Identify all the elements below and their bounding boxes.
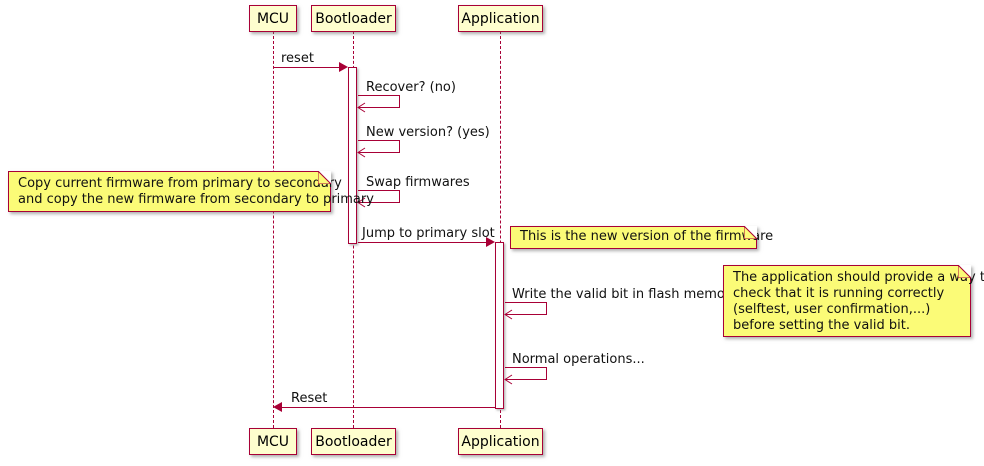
arrowhead-open-left-icon <box>357 197 366 208</box>
message-reset-line <box>273 67 340 68</box>
participant-mcu-bottom: MCU <box>249 428 297 455</box>
lifeline-mcu <box>273 31 274 428</box>
participant-application-bottom: Application <box>458 428 543 455</box>
arrowhead-open-left-icon <box>504 309 513 320</box>
note-text-line: Copy current firmware from primary to se… <box>18 176 342 191</box>
note-fold-icon <box>958 265 971 278</box>
lifeline-application <box>500 31 501 428</box>
message-write-valid-bit-label: Write the valid bit in flash memory <box>512 287 738 302</box>
activation-application <box>495 242 504 409</box>
participant-bootloader-bottom: Bootloader <box>311 428 396 455</box>
message-swap-line <box>358 190 400 203</box>
note-text-line: and copy the new firmware from secondary… <box>18 192 374 207</box>
note-text-line: check that it is running correctly <box>733 286 945 301</box>
message-new-version-label: New version? (yes) <box>366 125 490 140</box>
note-text-line: The application should provide a way to <box>733 270 984 285</box>
note-fold-icon <box>318 171 331 184</box>
note-text-line: This is the new version of the firmware <box>520 229 774 244</box>
note-valid-bit: The application should provide a way to … <box>723 265 984 337</box>
message-jump-label: Jump to primary slot <box>362 226 495 241</box>
note-text-line: before setting the valid bit. <box>733 318 910 333</box>
note-new-firmware: This is the new version of the firmware <box>510 226 774 249</box>
message-recover-label: Recover? (no) <box>366 80 456 95</box>
message-new-version-line <box>358 140 400 153</box>
note-copy-firmware: Copy current firmware from primary to se… <box>8 171 374 212</box>
message-normal-operations-line <box>505 367 547 380</box>
arrowhead-right-icon <box>486 237 495 247</box>
arrowhead-left-icon <box>273 402 282 412</box>
note-text-line: (selftest, user confirmation,...) <box>733 302 931 317</box>
arrowhead-open-left-icon <box>357 147 366 158</box>
participant-application-top: Application <box>458 5 543 32</box>
message-recover-line <box>358 95 400 108</box>
note-fold-icon <box>744 226 757 239</box>
message-reset-back-line <box>282 407 495 408</box>
message-reset-label: reset <box>281 51 314 66</box>
arrowhead-open-left-icon <box>504 374 513 385</box>
message-normal-operations-label: Normal operations... <box>512 352 645 367</box>
message-jump-line <box>358 242 487 243</box>
participant-bootloader-top: Bootloader <box>311 5 396 32</box>
message-swap-label: Swap firmwares <box>366 175 470 190</box>
message-reset-back-label: Reset <box>291 391 328 406</box>
participant-mcu-top: MCU <box>249 5 297 32</box>
arrowhead-right-icon <box>339 62 348 72</box>
arrowhead-open-left-icon <box>357 102 366 113</box>
activation-bootloader <box>348 67 357 244</box>
message-write-valid-bit-line <box>505 302 547 315</box>
